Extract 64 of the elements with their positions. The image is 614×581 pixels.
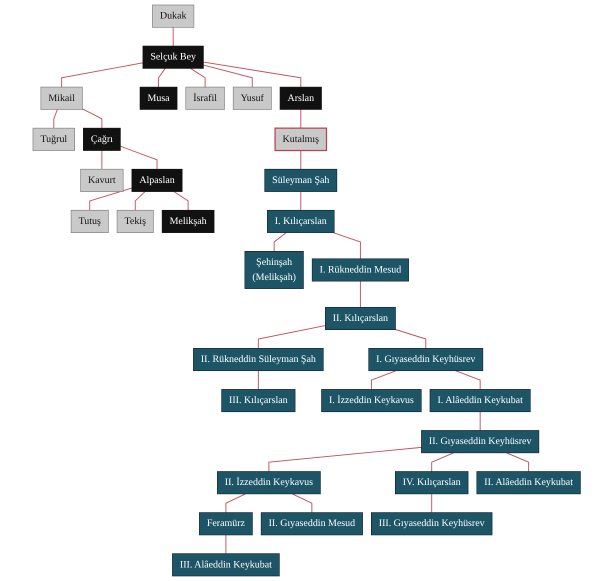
connector <box>300 109 302 129</box>
node-box: Mikail <box>40 86 83 110</box>
node-box: II. Gıyaseddin Keyhüsrev <box>421 430 540 454</box>
node-box: Kutalmış <box>274 128 328 152</box>
connector <box>395 329 427 349</box>
connector <box>360 280 362 308</box>
connector <box>203 64 254 88</box>
node-box: Tuğrul <box>32 128 76 151</box>
node-box: Şehinşah (Melikşah) <box>244 251 304 289</box>
connector <box>300 150 302 170</box>
node-box: I. Rükneddin Mesud <box>312 258 410 282</box>
connector <box>258 325 326 349</box>
connector <box>300 191 302 211</box>
node-box: Tekiş <box>117 210 154 233</box>
node-box: Arslan <box>280 86 322 110</box>
node-box: I. İzzeddin Keykavus <box>321 389 422 412</box>
connector <box>190 68 206 88</box>
node-box: Selçuk Bey <box>142 46 204 69</box>
connector <box>506 452 530 472</box>
node-box: III. Alâeddin Keykubat <box>172 553 280 576</box>
node-box: Tutuş <box>71 210 109 233</box>
node-box: II. Rükneddin Süleyman Şah <box>193 348 324 372</box>
node-box: Süleyman Şah <box>264 168 338 192</box>
node-box: I. Gıyaseddin Keyhüsrev <box>368 348 484 372</box>
connector <box>61 62 144 88</box>
connector <box>226 493 246 514</box>
node-box: Kavurt <box>80 168 124 192</box>
connector <box>455 370 481 390</box>
node-box: II. Gıyaseddin Mesud <box>261 512 364 536</box>
connector <box>90 188 133 211</box>
connector <box>158 68 166 88</box>
connector <box>432 452 454 472</box>
connector <box>203 62 302 88</box>
node-box: II. İzzeddin Keykavus <box>217 471 322 494</box>
connector <box>135 191 146 211</box>
connector <box>258 370 260 390</box>
node-box: Alpaslan <box>132 168 183 192</box>
node-box: III. Kılıçarslan <box>222 389 296 412</box>
connector <box>268 446 422 472</box>
connector <box>480 411 481 431</box>
connector <box>120 146 158 170</box>
connector <box>174 191 189 211</box>
node-box: İsrafil <box>186 86 226 110</box>
node-box: IV. Kılıçarslan <box>395 471 469 494</box>
connector <box>371 370 397 390</box>
node-box: Feramürz <box>199 512 254 536</box>
connector <box>172 26 174 46</box>
connector <box>102 150 103 170</box>
node-box: II. Kılıçarslan <box>325 306 396 330</box>
node-box: III. Gıyaseddin Keyhüsrev <box>371 512 493 536</box>
node-box: Dukak <box>152 4 194 28</box>
node-box: Çağrı <box>83 128 121 151</box>
node-box: I. Alâeddin Keykubat <box>430 389 531 412</box>
node-box: I. Kılıçarslan <box>267 210 335 233</box>
connector <box>333 232 362 260</box>
node-box: II. Alâeddin Keykubat <box>476 471 582 494</box>
connector <box>226 534 227 554</box>
node-box: Musa <box>140 86 178 110</box>
node-box: Melikşah <box>162 210 215 233</box>
connector <box>292 493 313 514</box>
connector <box>274 232 287 252</box>
connector <box>54 109 58 129</box>
connector <box>82 108 103 129</box>
node-box: Yusuf <box>233 86 272 110</box>
